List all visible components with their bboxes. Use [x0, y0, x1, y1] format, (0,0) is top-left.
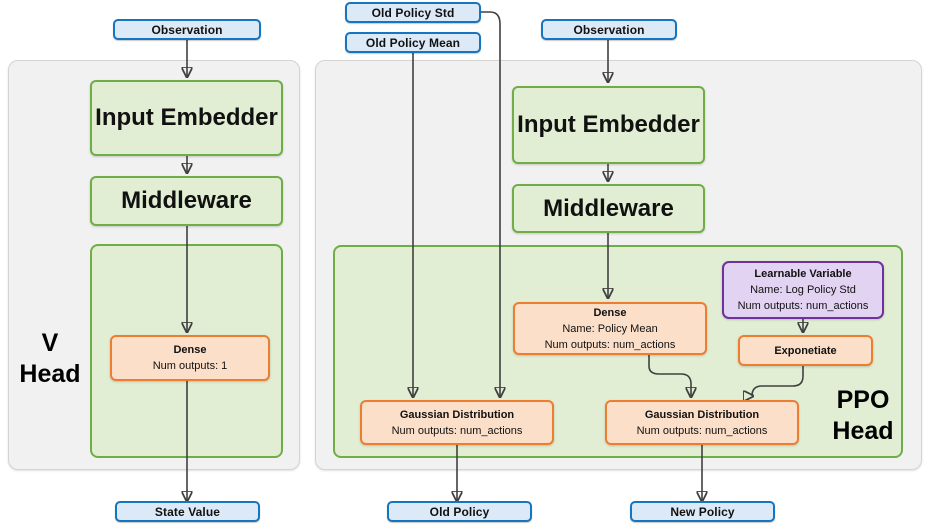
io-node-new-policy[interactable]: New Policy	[630, 501, 775, 522]
op-exponetiate[interactable]: Exponetiate	[738, 335, 873, 366]
op-title: Exponetiate	[774, 344, 837, 357]
io-node-observation-v[interactable]: Observation	[113, 19, 261, 40]
op-line2: Name: Policy Mean	[562, 322, 658, 335]
module-label: Input Embedder	[95, 104, 278, 131]
io-node-old-policy-mean[interactable]: Old Policy Mean	[345, 32, 481, 53]
io-node-label: Old Policy	[429, 504, 490, 519]
op-line2: Num outputs: num_actions	[636, 424, 768, 437]
io-node-label: New Policy	[670, 504, 735, 519]
var-title: Learnable Variable	[754, 268, 852, 280]
var-line2: Name: Log Policy Std	[750, 284, 856, 296]
op-line2: Num outputs: 1	[152, 360, 228, 372]
v-head-title-line2: Head	[19, 360, 81, 388]
module-middleware-ppo[interactable]: Middleware	[512, 184, 705, 233]
io-node-label: Old Policy Std	[371, 5, 455, 20]
module-middleware-v[interactable]: Middleware	[90, 176, 283, 226]
op-gaussian-distribution-new[interactable]: Gaussian Distribution Num outputs: num_a…	[605, 400, 799, 445]
v-head-title-line1: V	[41, 329, 59, 357]
var-line3: Num outputs: num_actions	[737, 300, 869, 312]
module-input-embedder-ppo[interactable]: Input Embedder	[512, 86, 705, 164]
module-label: Middleware	[543, 194, 674, 222]
op-line3: Num outputs: num_actions	[544, 338, 676, 351]
v-head-title: V Head	[10, 328, 90, 390]
op-title: Dense	[593, 306, 627, 319]
op-title: Dense	[173, 344, 207, 356]
io-node-label: State Value	[154, 504, 221, 519]
op-title: Gaussian Distribution	[644, 408, 760, 421]
io-node-old-policy[interactable]: Old Policy	[387, 501, 532, 522]
io-node-label: Old Policy Mean	[365, 35, 461, 50]
module-label: Middleware	[121, 187, 252, 214]
op-title: Gaussian Distribution	[399, 408, 515, 421]
ppo-head-title: PPO Head	[818, 385, 908, 447]
op-line2: Num outputs: num_actions	[391, 424, 523, 437]
io-node-observation-ppo[interactable]: Observation	[541, 19, 677, 40]
module-input-embedder-v[interactable]: Input Embedder	[90, 80, 283, 156]
io-node-label: Observation	[151, 22, 223, 37]
io-node-state-value[interactable]: State Value	[115, 501, 260, 522]
op-gaussian-distribution-old[interactable]: Gaussian Distribution Num outputs: num_a…	[360, 400, 554, 445]
ppo-head-title-line1: PPO	[836, 386, 890, 414]
io-node-old-policy-std[interactable]: Old Policy Std	[345, 2, 481, 23]
op-dense-policy-mean[interactable]: Dense Name: Policy Mean Num outputs: num…	[513, 302, 707, 355]
io-node-label: Observation	[573, 22, 645, 37]
ppo-head-title-line2: Head	[832, 417, 894, 445]
op-dense-v[interactable]: Dense Num outputs: 1	[110, 335, 270, 381]
var-learnable-log-policy-std[interactable]: Learnable Variable Name: Log Policy Std …	[722, 261, 884, 319]
module-label: Input Embedder	[517, 111, 700, 138]
